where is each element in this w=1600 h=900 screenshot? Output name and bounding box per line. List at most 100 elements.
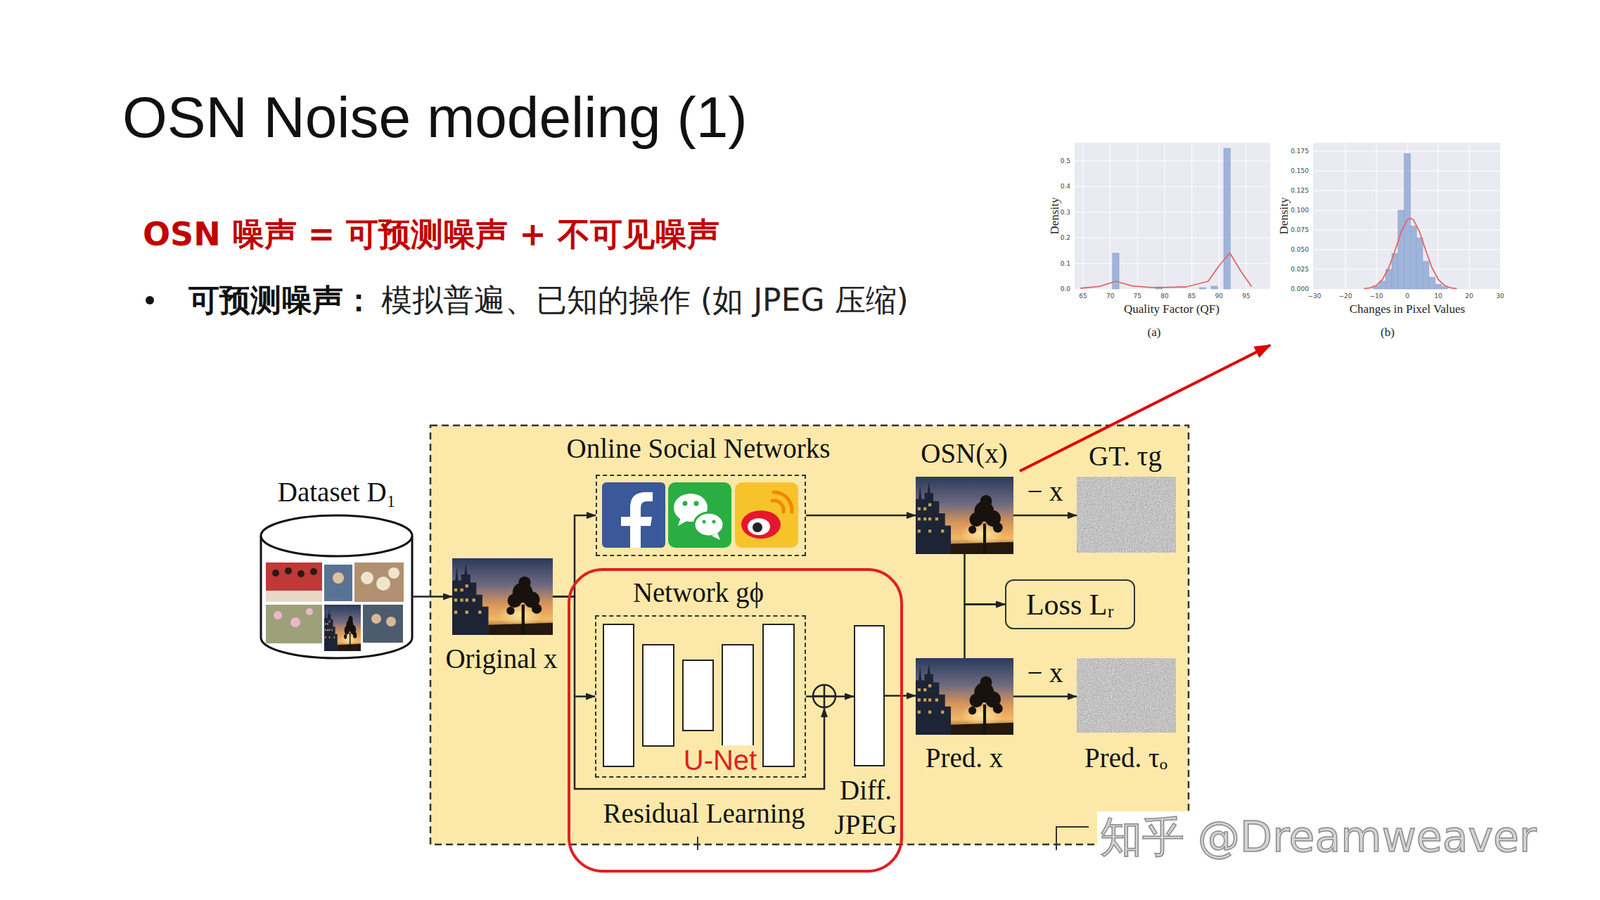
- dataset-cylinder-drawing: [388, 567, 400, 579]
- axis-tick: 0.2: [1060, 234, 1071, 242]
- bullet-dot: [145, 296, 155, 305]
- axis-tick: −10: [1370, 292, 1384, 301]
- dataset-cylinder-drawing: [272, 569, 280, 577]
- axis-tick: 0.075: [1290, 226, 1309, 235]
- pred-noise-image: Pred. τₒ: [1076, 658, 1176, 733]
- axis-tick: −30: [1308, 292, 1322, 301]
- dataset-cylinder-drawing: [260, 515, 413, 557]
- connector: [552, 597, 595, 697]
- wechat-logo: [694, 512, 724, 537]
- axis-tick: 70: [1106, 292, 1115, 301]
- node-label: Diff. JPEG: [829, 772, 903, 842]
- axis-tick: 0.025: [1290, 265, 1309, 274]
- dataset-cylinder-drawing: [324, 564, 353, 602]
- dataset-cylinder-drawing: [284, 567, 292, 575]
- pixel-change-histogram: [1410, 225, 1417, 290]
- dataset-cylinder-drawing: [371, 613, 382, 624]
- wechat-logo: [682, 501, 688, 507]
- weibo-logo: [741, 510, 781, 539]
- qf-histogram: [1074, 142, 1271, 290]
- dataset-cylinder-drawing: [260, 515, 413, 659]
- edge-label: − x: [1026, 475, 1063, 509]
- dataset-cylinder-drawing: [362, 604, 403, 643]
- connector: [805, 514, 916, 517]
- pixel-change-histogram: [1313, 142, 1501, 290]
- axis-tick: 20: [1464, 292, 1473, 301]
- qf-histogram: [1112, 253, 1119, 290]
- bullet-text: 模拟普遍、已知的操作 (如 JPEG 压缩): [381, 282, 909, 320]
- simulation-region: Residual LearningNetwork gϕU-NetDiff. JP…: [567, 568, 904, 873]
- axis-tick: 85: [1187, 292, 1196, 301]
- axis-tick: 95: [1242, 292, 1250, 301]
- osn-platforms-box: Online Social Networks: [595, 474, 806, 557]
- node-label: U-Net: [681, 745, 759, 776]
- connector: [1013, 514, 1077, 517]
- wechat-logo: [668, 482, 732, 548]
- node-label: Dataset D₁: [277, 476, 396, 510]
- noise-pred: [1076, 658, 1176, 733]
- axis-tick: 90: [1215, 292, 1224, 301]
- qf-histogram: [1074, 142, 1271, 290]
- facebook-logo: [602, 482, 666, 548]
- axis-tick: 0.175: [1290, 147, 1309, 156]
- axis-tick: −20: [1339, 292, 1353, 301]
- unet-layers: [722, 644, 754, 747]
- pixel-change-histogram: [1429, 277, 1436, 290]
- gt-noise-image: GT. τg: [1076, 476, 1176, 553]
- wechat-logo: [694, 501, 700, 507]
- pixel-change-histogram: [1313, 142, 1501, 290]
- weibo-logo: [752, 522, 763, 533]
- axis-tick: 0.125: [1290, 187, 1309, 195]
- axis-title: Density: [1047, 197, 1062, 235]
- dataset-cylinder-drawing: [386, 616, 396, 627]
- edge-label: − x: [1026, 656, 1063, 690]
- node-label: Network gϕ: [632, 576, 764, 610]
- qf-histogram: [1211, 286, 1218, 290]
- original-image: Original x: [452, 558, 553, 636]
- weibo-logo: [734, 482, 799, 548]
- weibo-logo: [772, 500, 784, 512]
- qf-histogram: [1074, 142, 1271, 290]
- dataset-cylinder-drawing: [290, 617, 301, 628]
- dataset-cylinder-drawing: [354, 562, 404, 603]
- pixel-change-histogram: [1435, 284, 1442, 290]
- loss-box: Loss Lᵣ: [1005, 579, 1136, 630]
- noise-gt: [1076, 476, 1176, 553]
- node-label: Pred. τₒ: [1084, 741, 1168, 776]
- weibo-logo: [734, 482, 799, 548]
- watermark: 知乎 @Dreamweaver: [1097, 811, 1540, 863]
- wechat-logo: [668, 482, 732, 548]
- pixel-change-histogram: [1391, 253, 1399, 290]
- axis-title: Quality Factor (QF): [1123, 302, 1220, 317]
- osn-output-image: OSN(x): [915, 476, 1014, 555]
- pred-image: Pred. x: [915, 658, 1014, 735]
- unet-layers: [642, 644, 674, 747]
- axis-title: Changes in Pixel Values: [1349, 302, 1465, 317]
- axis-tick: 0.1: [1060, 259, 1071, 268]
- panel-letter: (a): [1147, 325, 1162, 340]
- axis-tick: 0.3: [1060, 208, 1071, 216]
- dataset-cylinder-drawing: [265, 604, 323, 644]
- photo-pred: [915, 658, 1014, 735]
- axis-tick: 0.000: [1290, 285, 1309, 294]
- node-label: OSN(x): [920, 437, 1008, 471]
- node-label: Loss Lᵣ: [1026, 586, 1115, 622]
- photo-osn: [915, 476, 1014, 555]
- axis-tick: 10: [1434, 292, 1442, 301]
- qf-histogram: [1223, 148, 1231, 290]
- unet-layers: [603, 624, 634, 767]
- node-label: GT. τg: [1088, 440, 1162, 474]
- connector: [805, 695, 854, 698]
- axis-tick: 0.0: [1060, 285, 1071, 294]
- connector: [1013, 695, 1077, 698]
- wechat-logo: [702, 520, 707, 524]
- diff-jpeg-block: Diff. JPEG: [853, 625, 885, 767]
- dataset-cylinder-drawing: [332, 572, 344, 584]
- node-label: Pred. x: [925, 741, 1004, 776]
- connector: [412, 595, 453, 598]
- dataset-cylinder-drawing: [305, 608, 313, 616]
- dataset-cylinder-drawing: [376, 576, 391, 591]
- slide-title: OSN Noise modeling (1): [122, 82, 748, 152]
- dataset-cylinder-drawing: [360, 571, 374, 585]
- residual-line: [574, 696, 825, 790]
